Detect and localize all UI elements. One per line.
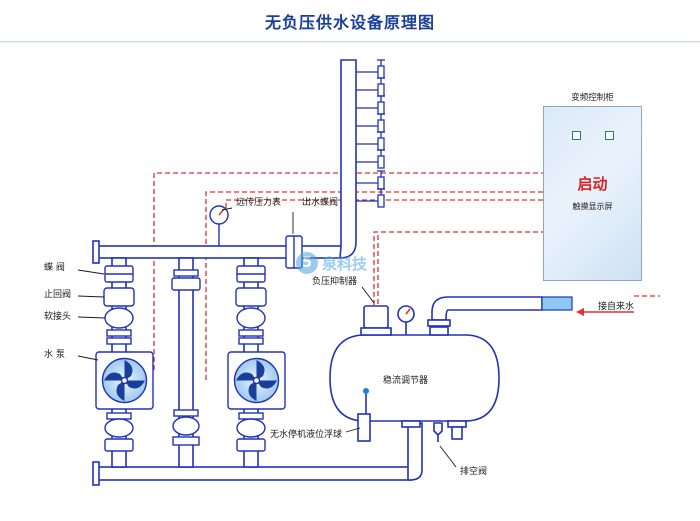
watermark: 5 泉科技 — [296, 249, 367, 277]
watermark-logo-icon: 5 — [296, 252, 318, 274]
label-check-valve: 止回阀 — [44, 288, 71, 300]
soft-joint-b — [236, 307, 266, 329]
butterfly-valve-b-lower — [236, 438, 266, 452]
label-butterfly-valve: 蝶 阀 — [44, 261, 65, 273]
control-cabinet-title: 变频控制柜 — [571, 93, 614, 103]
pump-unit-b — [227, 265, 286, 452]
title-divider — [0, 41, 700, 42]
label-stabilizer-tank: 稳流调节器 — [383, 374, 428, 386]
label-drain-valve: 排空阀 — [460, 465, 487, 477]
label-pump: 水 泵 — [44, 348, 65, 360]
butterfly-valve-a-lower — [104, 438, 134, 452]
touch-screen-label: 触摸显示屏 — [572, 202, 613, 211]
label-outlet-butterfly-valve: 出水蝶阀 — [302, 196, 338, 208]
label-tap-water-inlet: 接自来水 — [598, 300, 634, 312]
control-cabinet: 启动 触摸显示屏 — [543, 106, 642, 281]
soft-joint-a-lower — [104, 418, 134, 438]
stabilizer-tank-graphic — [329, 305, 500, 442]
soft-joint-a — [104, 307, 134, 329]
watermark-text: 泉科技 — [322, 254, 368, 273]
soft-joint-b-lower — [236, 418, 266, 438]
float-ball — [363, 388, 369, 394]
tank-outlet-pipe — [407, 422, 423, 481]
label-float-switch: 无水停机液位浮球 — [270, 428, 342, 440]
riser-pipe — [339, 59, 357, 259]
check-valve-b — [235, 287, 267, 307]
label-soft-joint: 软接头 — [44, 310, 71, 322]
outlet-flange-left — [92, 240, 100, 264]
suction-header-pipe — [95, 466, 412, 481]
check-valve-a — [103, 287, 135, 307]
cabinet-indicator-left — [572, 131, 581, 140]
bypass-check-valve — [171, 277, 201, 291]
suction-flange-left — [92, 461, 100, 486]
title-divider-shadow — [0, 42, 700, 45]
drain-valve — [433, 422, 443, 437]
inlet-arrow-head — [576, 308, 584, 316]
negative-pressure-suppressor — [363, 305, 389, 329]
label-leaders — [77, 207, 457, 468]
start-label: 启动 — [577, 175, 608, 193]
pump-unit-a — [95, 265, 154, 452]
inlet-water — [541, 296, 573, 311]
riser-valves — [356, 59, 385, 208]
inlet-pipe — [431, 296, 543, 321]
cabinet-indicator-right — [605, 131, 614, 140]
float-switch-body — [357, 413, 371, 442]
bypass-line — [171, 269, 201, 446]
page-title: 无负压供水设备原理图 — [264, 13, 435, 32]
label-remote-pressure-gauge: 远传压力表 — [236, 196, 281, 208]
label-negative-pressure-suppressor: 负压抑制器 — [312, 275, 357, 287]
